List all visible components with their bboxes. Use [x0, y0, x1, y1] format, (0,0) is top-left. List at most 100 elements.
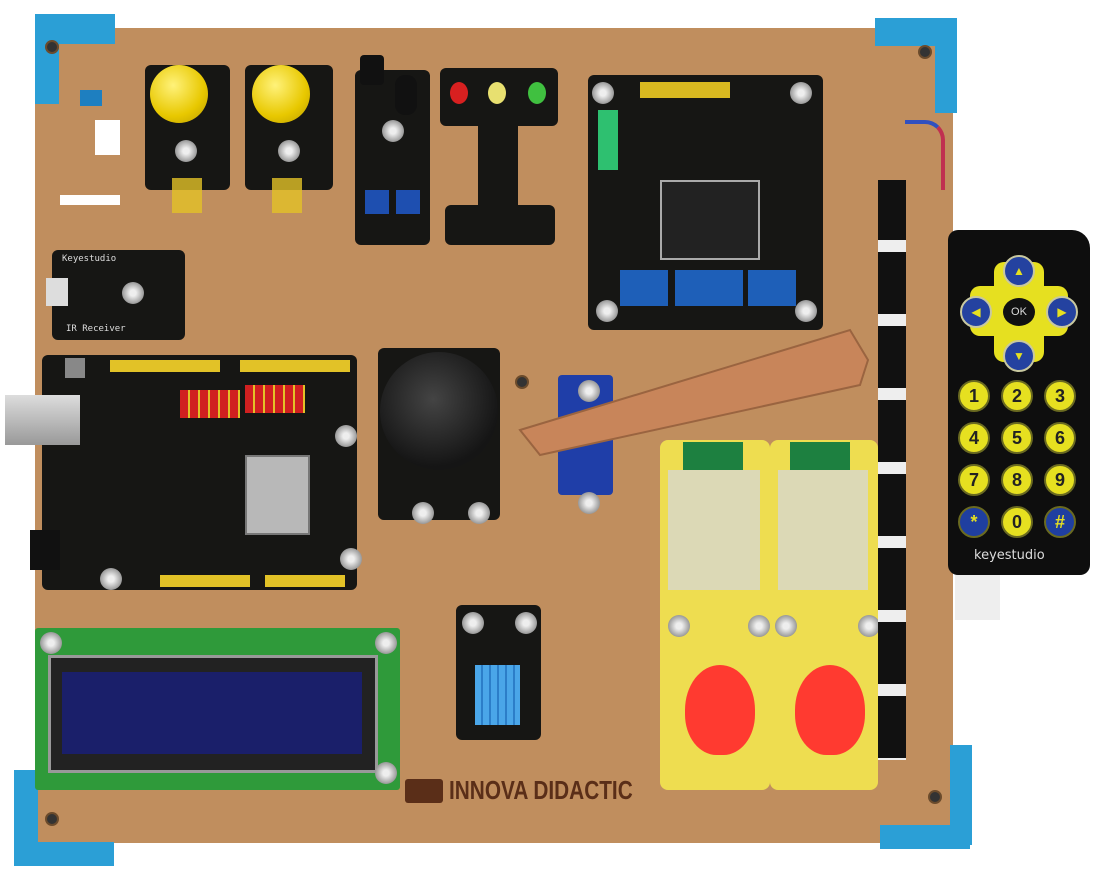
joystick-knob[interactable] — [380, 352, 498, 470]
screw — [412, 502, 434, 524]
screw — [592, 82, 614, 104]
screw — [462, 612, 484, 634]
pin-headers — [180, 390, 240, 418]
sensor-component — [360, 55, 384, 85]
esp32-module — [245, 455, 310, 535]
screw — [375, 632, 397, 654]
potentiometer[interactable] — [365, 190, 389, 214]
led-strip-wire — [905, 120, 945, 190]
motor-body — [668, 470, 760, 590]
ir-name-label: IR Receiver — [66, 324, 126, 334]
screw — [122, 282, 144, 304]
screw — [596, 300, 618, 322]
screw — [335, 425, 357, 447]
green-led — [528, 82, 546, 104]
corner-clip-top-left-side — [35, 14, 59, 104]
key-5[interactable]: 5 — [1001, 422, 1033, 454]
right-arrow-button[interactable]: ▶ — [1046, 296, 1078, 328]
screw — [790, 82, 812, 104]
screw — [175, 140, 197, 162]
key-2[interactable]: 2 — [1001, 380, 1033, 412]
brand-logo: INNOVA DIDACTIC — [405, 775, 679, 806]
terminal-block — [675, 270, 743, 306]
down-arrow-button[interactable]: ▼ — [1003, 340, 1035, 372]
screw — [775, 615, 797, 637]
lcd-screen — [62, 672, 362, 754]
terminal-block — [620, 270, 668, 306]
usb-port — [5, 395, 80, 445]
key-8[interactable]: 8 — [1001, 464, 1033, 496]
screw — [795, 300, 817, 322]
header-pins — [172, 178, 202, 213]
corner-screw — [918, 45, 932, 59]
screw — [858, 615, 880, 637]
header-pins — [640, 82, 730, 98]
motor-pcb — [790, 442, 850, 470]
header-row — [160, 575, 250, 587]
screw — [100, 568, 122, 590]
red-led — [450, 82, 468, 104]
power-jack — [30, 530, 60, 570]
screw-hole — [515, 375, 529, 389]
driver-chip-heatsink — [660, 180, 760, 260]
brand-text: INNOVA DIDACTIC — [449, 775, 633, 805]
sensor-component — [395, 75, 417, 115]
screw — [748, 615, 770, 637]
screw — [578, 380, 600, 402]
key-6[interactable]: 6 — [1044, 422, 1076, 454]
header-row — [265, 575, 345, 587]
sensor-module — [355, 70, 430, 245]
screw — [340, 548, 362, 570]
key-0[interactable]: 0 — [1001, 506, 1033, 538]
ok-button[interactable]: OK — [1003, 298, 1035, 326]
potentiometer[interactable] — [396, 190, 420, 214]
left-arrow-button[interactable]: ◀ — [960, 296, 992, 328]
key-star[interactable]: * — [958, 506, 990, 538]
motor-body — [778, 470, 868, 590]
ir-receiver-module: Keyestudio IR Receiver — [46, 250, 185, 340]
key-1[interactable]: 1 — [958, 380, 990, 412]
yellow-push-button-1[interactable] — [150, 65, 208, 123]
key-hash[interactable]: # — [1044, 506, 1076, 538]
screw — [515, 612, 537, 634]
cutout — [60, 195, 120, 205]
key-7[interactable]: 7 — [958, 464, 990, 496]
screw — [278, 140, 300, 162]
innova-logo-icon — [405, 778, 443, 803]
dht11-sensor — [475, 665, 520, 725]
traffic-light-base — [445, 205, 555, 245]
red-wheel-hub-1 — [685, 665, 755, 755]
key-4[interactable]: 4 — [958, 422, 990, 454]
up-arrow-button[interactable]: ▲ — [1003, 255, 1035, 287]
terminal-block — [748, 270, 796, 306]
corner-screw — [45, 40, 59, 54]
corner-screw — [928, 790, 942, 804]
motor-pcb — [683, 442, 743, 470]
key-9[interactable]: 9 — [1044, 464, 1076, 496]
reset-button[interactable] — [65, 358, 85, 378]
corner-clip-bottom-right-side — [950, 745, 972, 845]
yellow-push-button-2[interactable] — [252, 65, 310, 123]
remote-brand: keyestudio — [974, 548, 1045, 563]
header-row — [110, 360, 220, 372]
connector — [598, 110, 618, 170]
corner-clip-bottom-left-side — [14, 770, 38, 865]
screw — [668, 615, 690, 637]
cutout — [95, 120, 120, 155]
yellow-led — [488, 82, 506, 104]
corner-screw — [45, 812, 59, 826]
remote-holder — [955, 575, 1000, 620]
header-row — [240, 360, 350, 372]
ir-remote: ▲ ◀ ▶ ▼ OK 1 2 3 4 5 6 7 8 9 * 0 # keyes… — [948, 230, 1090, 575]
screw — [382, 120, 404, 142]
ir-brand-label: Keyestudio — [62, 254, 117, 264]
red-wheel-hub-2 — [795, 665, 865, 755]
screw — [375, 762, 397, 784]
corner-clip-top-right-side — [935, 18, 957, 113]
key-3[interactable]: 3 — [1044, 380, 1076, 412]
cutout — [80, 90, 102, 106]
traffic-light-stem — [478, 120, 518, 210]
screw — [40, 632, 62, 654]
screw — [468, 502, 490, 524]
